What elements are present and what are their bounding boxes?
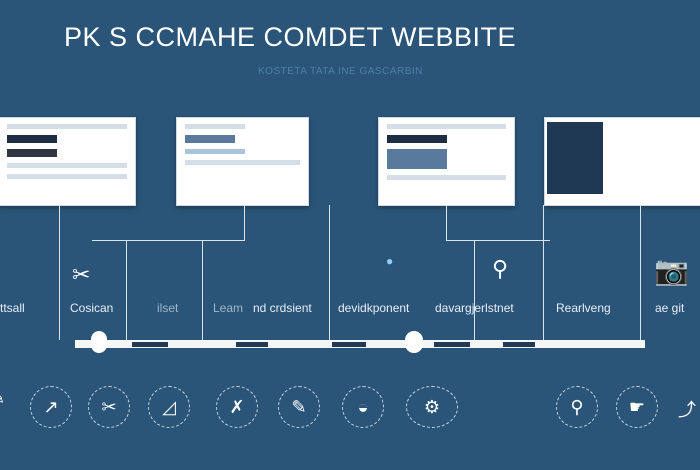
scissors-icon: ✂ [72,262,91,287]
subtitle: KOSTETA TATA INE GASCARBIN [258,66,423,77]
browser-icon: ◒ [342,386,384,428]
wrench-icon: ✂ [88,386,130,428]
search-icon: ⚲ [556,386,598,428]
chart-icon: ◿ [148,386,190,428]
card-2 [176,117,309,206]
stage-label: ttsall [0,301,25,315]
card-1 [0,117,136,206]
card-4 [544,117,700,206]
chart-up-icon: ⤴ [678,400,696,420]
stage-label: ilset [157,301,179,315]
stage-label: davargjerlstnet [435,301,514,315]
page-title: PK S CCMAHE COMDET WEBBITE [64,22,517,52]
edit-icon: ✗ [216,386,258,428]
card-3 [378,117,515,206]
camera-icon: 📷 [654,255,689,286]
settings-icon: ⚙ [406,386,458,428]
pencil-icon: ✎ [0,388,5,409]
stage-label: ae git [655,301,685,315]
stage-label: devidkponent [338,301,410,315]
pin-icon: ● [386,254,394,268]
stage-label: Cosican [70,301,114,315]
stage-label: Leam [213,301,244,315]
hand-icon: ☛ [616,386,658,428]
stage-label: nd crdsient [253,301,312,315]
stage-label: Rearlveng [556,301,611,315]
tools-icon: ↗ [30,386,72,428]
design-icon: ✎ [278,386,320,428]
tool-icon: ⚲ [492,256,509,281]
